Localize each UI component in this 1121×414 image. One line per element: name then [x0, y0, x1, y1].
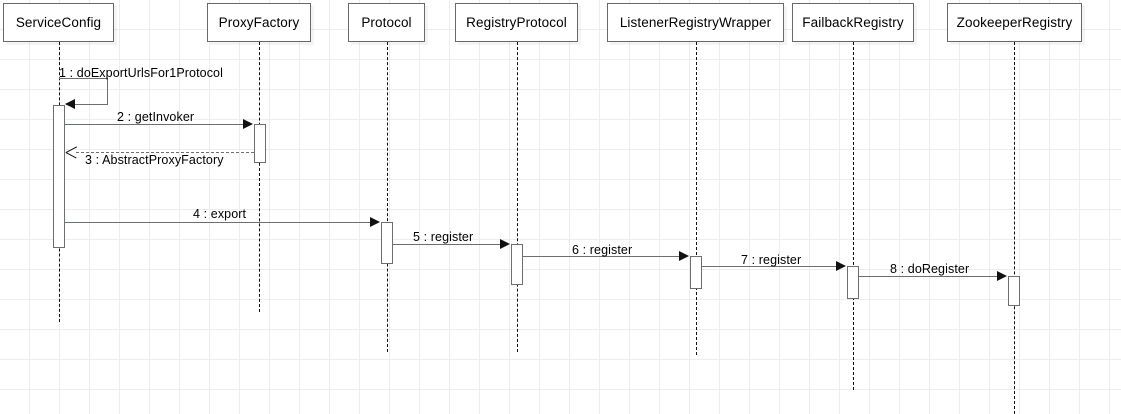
activation-zookeeper-registry: [1008, 276, 1020, 306]
message-4-label: 4 : export: [193, 207, 247, 221]
participant-box-listener-registry-wrapper[interactable]: ListenerRegistryWrapper: [607, 3, 784, 42]
message-4-line: [65, 222, 371, 223]
participant-label-zookeeper-registry: ZookeeperRegistry: [956, 15, 1073, 30]
participant-box-zookeeper-registry[interactable]: ZookeeperRegistry: [947, 3, 1082, 42]
lifeline-registry-protocol: [517, 42, 518, 352]
participant-box-protocol[interactable]: Protocol: [348, 3, 425, 42]
participant-label-protocol: Protocol: [361, 15, 412, 30]
participant-box-service-config[interactable]: ServiceConfig: [3, 3, 114, 42]
message-7-label: 7 : register: [741, 253, 802, 267]
activation-failback-registry: [847, 266, 859, 299]
activation-proxy-factory: [254, 124, 266, 163]
message-7-line: [702, 266, 837, 267]
message-1-line-bottom: [66, 104, 108, 105]
message-1-arrowhead: [65, 99, 75, 109]
participant-label-listener-registry-wrapper: ListenerRegistryWrapper: [619, 15, 772, 30]
message-8-arrowhead: [997, 271, 1007, 281]
activation-registry-protocol: [511, 244, 523, 285]
participant-box-registry-protocol[interactable]: RegistryProtocol: [455, 3, 578, 42]
message-3-arrowhead: [66, 147, 77, 158]
participant-label-proxy-factory: ProxyFactory: [218, 15, 300, 30]
activation-protocol: [381, 222, 393, 264]
lifeline-failback-registry: [853, 42, 854, 390]
activation-listener-registry-wrapper: [690, 256, 702, 289]
message-4-arrowhead: [370, 217, 380, 227]
lifeline-listener-registry-wrapper: [696, 42, 697, 355]
participant-label-failback-registry: FailbackRegistry: [802, 15, 904, 30]
participant-label-registry-protocol: RegistryProtocol: [466, 15, 567, 30]
lifeline-zookeeper-registry: [1014, 42, 1015, 414]
participant-box-proxy-factory[interactable]: ProxyFactory: [207, 3, 311, 42]
message-2-arrowhead: [243, 119, 253, 129]
message-1-line-right: [107, 78, 108, 105]
lifeline-protocol: [387, 42, 388, 352]
message-1-line-top: [59, 78, 108, 79]
message-6-label: 6 : register: [572, 243, 633, 257]
activation-service-config: [53, 105, 65, 248]
message-5-label: 5 : register: [413, 230, 474, 244]
lifeline-proxy-factory: [259, 42, 260, 312]
message-7-arrowhead: [836, 261, 846, 271]
message-5-line: [393, 244, 501, 245]
message-2-line: [65, 124, 244, 125]
participant-box-failback-registry[interactable]: FailbackRegistry: [792, 3, 914, 42]
message-3-line: [76, 152, 254, 153]
message-1-label: 1 : doExportUrlsFor1Protocol: [59, 66, 223, 80]
message-3-label: 3 : AbstractProxyFactory: [85, 153, 224, 167]
message-5-arrowhead: [500, 239, 510, 249]
message-8-line: [859, 276, 998, 277]
message-2-label: 2 : getInvoker: [117, 110, 195, 124]
message-6-line: [523, 256, 680, 257]
message-8-label: 8 : doRegister: [890, 262, 970, 276]
message-6-arrowhead: [679, 251, 689, 261]
participant-label-service-config: ServiceConfig: [15, 15, 102, 30]
